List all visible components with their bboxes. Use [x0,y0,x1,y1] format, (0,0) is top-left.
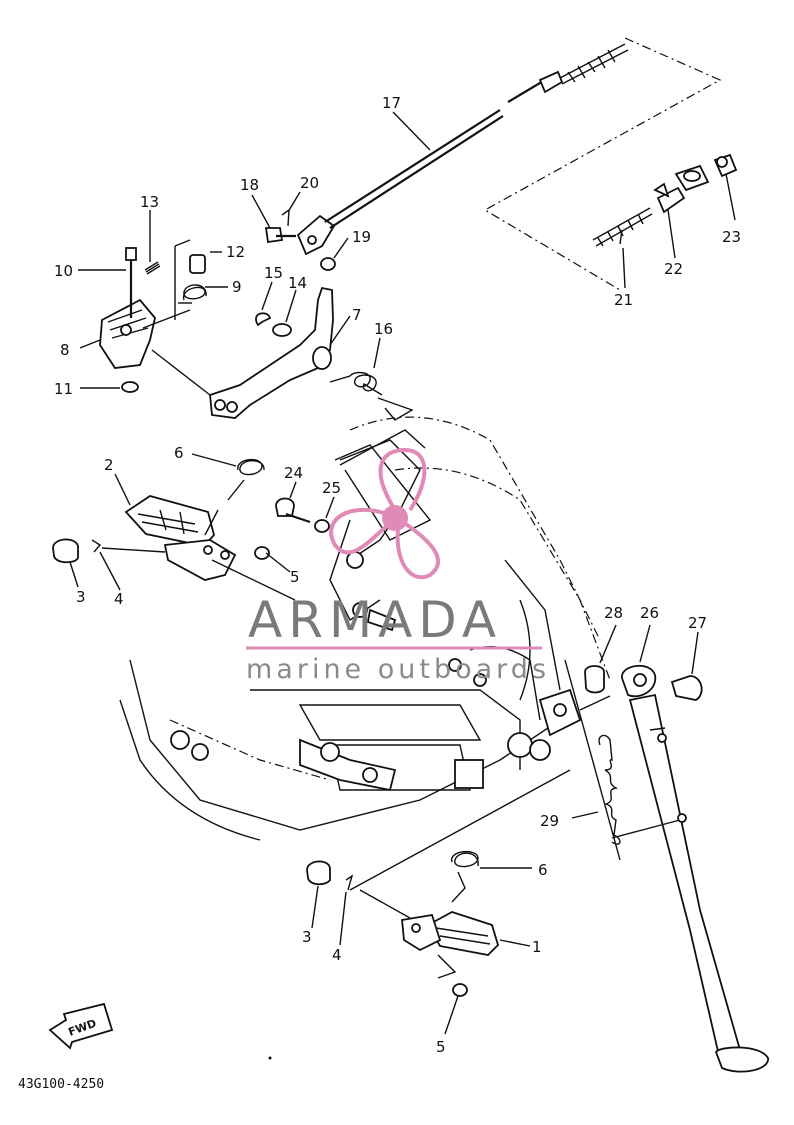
label-29: 29 [540,812,559,830]
label-9: 9 [232,278,242,296]
label-28: 28 [604,604,623,622]
label-17: 17 [382,94,401,112]
label-4-bottom: 4 [332,946,342,964]
watermark-tagline: marine outboards [246,654,550,685]
brake-pedal-assembly [99,208,426,466]
label-3-bottom: 3 [302,928,312,946]
label-25: 25 [322,479,341,497]
speck [268,1056,272,1060]
label-10: 10 [54,262,73,280]
label-11: 11 [54,380,73,398]
label-7: 7 [352,306,362,324]
watermark-brand: ARMADA [248,591,502,649]
label-14: 14 [288,274,307,292]
label-6-bottom: 6 [538,861,548,879]
label-8: 8 [60,341,70,359]
side-stand [579,665,769,1073]
label-5-top: 5 [290,568,300,586]
label-13: 13 [140,193,159,211]
watermark-logo [329,447,440,580]
label-3-top: 3 [76,588,86,606]
drawing-code: 43G100-4250 [18,1077,104,1092]
bolt-24 [275,497,295,517]
label-21: 21 [614,291,633,309]
label-18: 18 [240,176,259,194]
label-22: 22 [664,260,683,278]
right-footrest [306,769,571,997]
label-16: 16 [374,320,393,338]
left-footrest [52,459,296,601]
label-1: 1 [532,938,542,956]
label-12: 12 [226,243,245,261]
frame-outline [119,416,621,861]
label-26: 26 [640,604,659,622]
label-15: 15 [264,264,283,282]
label-20: 20 [300,174,319,192]
label-24: 24 [284,464,303,482]
label-2: 2 [104,456,114,474]
label-27: 27 [688,614,707,632]
label-6-top: 6 [174,444,184,462]
washer-25 [314,519,330,533]
adjuster-parts [592,153,738,247]
brake-rod [324,37,722,291]
label-4-top: 4 [114,590,124,608]
fwd-arrow-icon: FWD [48,1002,114,1050]
leader-lines [69,111,736,1035]
part-number-labels: 17 18 20 13 10 12 9 8 11 15 14 19 7 16 2… [54,94,741,1056]
label-19: 19 [352,228,371,246]
label-5-bottom: 5 [436,1038,446,1056]
label-23: 23 [722,228,741,246]
